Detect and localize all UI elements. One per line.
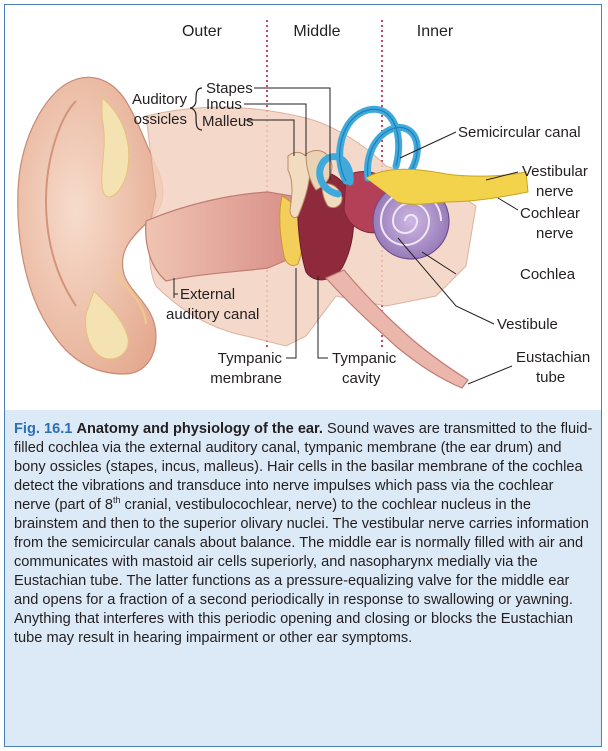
external-auditory-canal-label-line2: auditory canal — [166, 306, 259, 323]
caption-body-continued: cranial, vestibulocochlear, nerve) to th… — [14, 497, 589, 646]
incus-label: Incus — [206, 96, 242, 113]
eustachian-tube-label: Eustachian — [516, 349, 590, 366]
vestibular-nerve-label-line2: nerve — [536, 183, 574, 200]
region-middle-label: Middle — [293, 23, 340, 40]
region-outer-label: Outer — [182, 23, 223, 40]
figure-caption: Fig. 16.1 Anatomy and physiology of the … — [5, 410, 601, 746]
tympanic-membrane-label-line2: membrane — [210, 370, 282, 387]
ear-anatomy-diagram: Outer Middle Inner — [6, 6, 602, 411]
caption-title: Anatomy and physiology of the ear. — [76, 421, 323, 437]
vestibular-nerve-label: Vestibular — [522, 163, 588, 180]
auditory-ossicles-label: Auditory — [132, 91, 188, 108]
vestibule-label: Vestibule — [497, 316, 558, 333]
cochlear-nerve-label-line2: nerve — [536, 225, 574, 242]
caption-figure-number: Fig. 16.1 — [14, 421, 72, 437]
cochlear-nerve-label: Cochlear — [520, 205, 580, 222]
auditory-ossicles-label-line2: ossicles — [134, 111, 187, 128]
tympanic-cavity-label-line2: cavity — [342, 370, 381, 387]
malleus-label: Malleus — [202, 113, 254, 130]
cochlea-label: Cochlea — [520, 266, 576, 283]
tympanic-cavity-label: Tympanic — [332, 350, 397, 367]
region-inner-label: Inner — [417, 23, 454, 40]
eustachian-tube-label-line2: tube — [536, 369, 565, 386]
stapes-label: Stapes — [206, 80, 253, 97]
tympanic-membrane-label: Tympanic — [218, 350, 283, 367]
semicircular-canal-label: Semicircular canal — [458, 124, 581, 141]
external-auditory-canal-label: External — [180, 286, 235, 303]
